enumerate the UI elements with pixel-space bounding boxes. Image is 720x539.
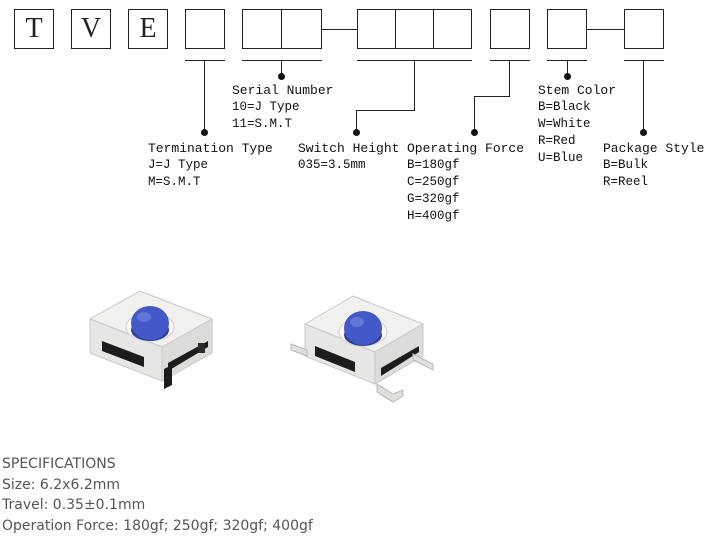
termination-leader (204, 60, 205, 132)
force-option: G=320gf (407, 192, 460, 206)
serial-leader (281, 60, 282, 76)
specifications: SPECIFICATIONS Size: 6.2x6.2mm Travel: 0… (2, 454, 313, 536)
height-leader (356, 110, 357, 132)
force-title: Operating Force (407, 141, 525, 156)
force-box (490, 9, 530, 49)
height-leader (414, 60, 415, 110)
force-leader (474, 96, 510, 97)
package-bracket (624, 60, 664, 61)
stem-option: W=White (538, 117, 591, 131)
force-option: B=180gf (407, 158, 460, 172)
spec-size: Size: 6.2x6.2mm (2, 476, 120, 493)
termination-option: J=J Type (148, 158, 209, 172)
stem-dot (564, 73, 571, 80)
force-option: C=250gf (407, 175, 460, 189)
stem-option: U=Blue (538, 151, 584, 165)
termination-label: Termination Type J=J Type M=S.M.T (148, 140, 273, 191)
package-option: B=Bulk (603, 158, 649, 172)
package-box (624, 9, 664, 49)
package-dot (640, 129, 647, 136)
force-label: Operating Force B=180gf C=250gf G=320gf … (407, 140, 524, 225)
stem-option: B=Black (538, 100, 591, 114)
spec-force: Operation Force: 180gf; 250gf; 320gf; 40… (2, 517, 313, 534)
serial-title: Serial Number (232, 83, 334, 98)
serial-bracket (242, 60, 322, 61)
termination-option: M=S.M.T (148, 175, 201, 189)
termination-box (185, 9, 225, 49)
serial-option: 10=J Type (232, 100, 300, 114)
height-dot (353, 129, 360, 136)
package-title: Package Style (603, 141, 705, 156)
force-option: H=400gf (407, 209, 460, 223)
termination-dot (201, 129, 208, 136)
stem-leader (567, 60, 568, 76)
switch-image-j-type (88, 290, 214, 389)
height-leader (356, 110, 415, 111)
package-leader (643, 60, 644, 132)
serial-box (242, 9, 322, 49)
height-title: Switch Height (298, 141, 400, 156)
height-option: 035=3.5mm (298, 158, 366, 172)
force-leader (509, 60, 510, 96)
force-dot (471, 129, 478, 136)
connector-line (321, 29, 358, 30)
code-letter-v: V (71, 9, 111, 49)
package-label: Package Style B=Bulk R=Reel (603, 140, 704, 191)
height-box (357, 9, 472, 49)
stem-box (547, 9, 587, 49)
package-option: R=Reel (603, 175, 649, 189)
code-letter-e: E (128, 9, 168, 49)
serial-dot (278, 73, 285, 80)
termination-bracket (185, 60, 225, 61)
serial-label: Serial Number 10=J Type 11=S.M.T (232, 82, 333, 133)
stem-option: R=Red (538, 134, 576, 148)
connector-line (586, 29, 625, 30)
stem-label: Stem Color B=Black W=White R=Red U=Blue (538, 82, 616, 167)
force-bracket (490, 60, 530, 61)
stem-title: Stem Color (538, 83, 617, 98)
force-leader (474, 96, 475, 132)
termination-title: Termination Type (148, 141, 273, 156)
serial-option: 11=S.M.T (232, 117, 293, 131)
specs-heading: SPECIFICATIONS (2, 456, 116, 472)
switch-image-smt (290, 295, 434, 403)
code-letter-t: T (14, 9, 54, 49)
height-label: Switch Height 035=3.5mm (298, 140, 399, 174)
spec-travel: Travel: 0.35±0.1mm (2, 497, 146, 513)
